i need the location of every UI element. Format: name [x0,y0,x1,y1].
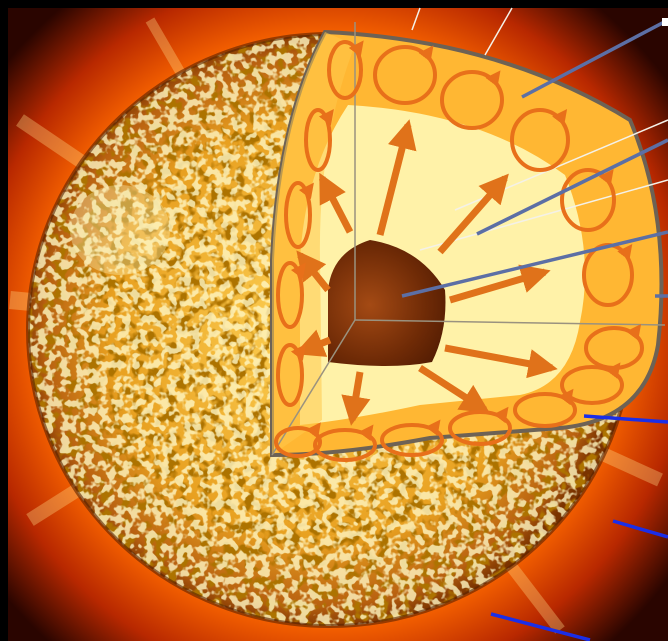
bright-region [70,185,170,275]
label-edge-mark [662,18,668,26]
